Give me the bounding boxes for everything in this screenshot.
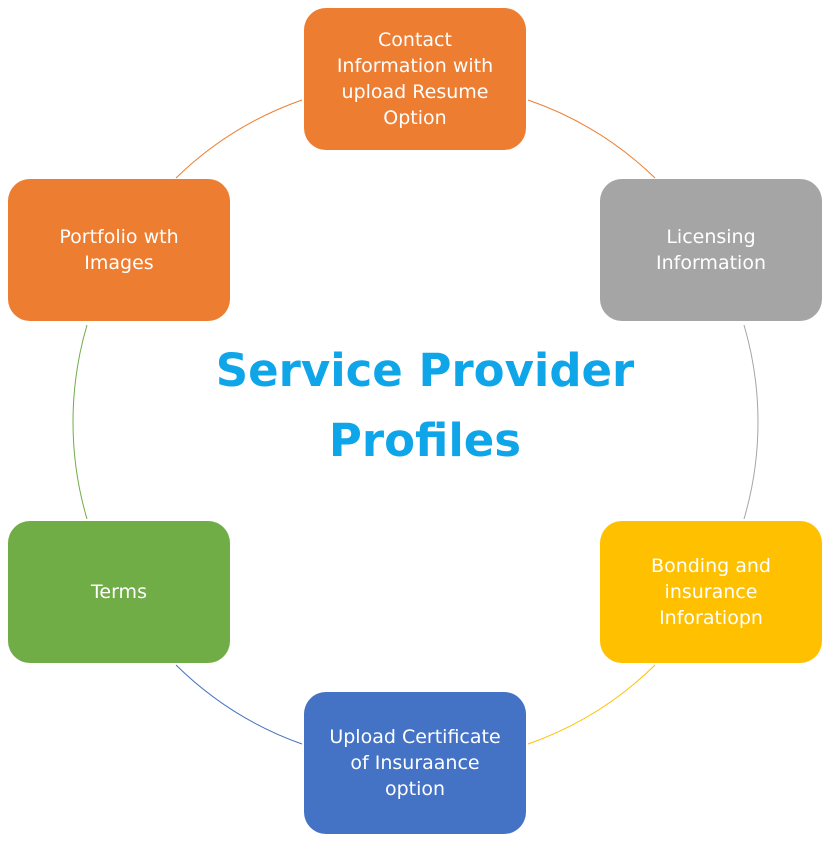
arc-bonding-to-upload [527,664,656,745]
arc-upload-to-terms [175,664,303,745]
arc-licensing-to-bonding [743,324,759,520]
node-terms: Terms [8,521,230,663]
node-contact-information: Contact Information with upload Resume O… [304,8,526,150]
arc-contact-to-licensing [527,99,656,179]
node-portfolio-images: Portfolio wth Images [8,179,230,321]
center-title: Service Provider Profiles [215,344,635,467]
arc-terms-to-portfolio [72,324,88,520]
node-upload-certificate: Upload Certificate of Insuraance option [304,692,526,834]
arc-portfolio-to-contact [175,99,303,179]
node-bonding-insurance: Bonding and insurance Inforatiopn [600,521,822,663]
node-licensing-information: Licensing Information [600,179,822,321]
